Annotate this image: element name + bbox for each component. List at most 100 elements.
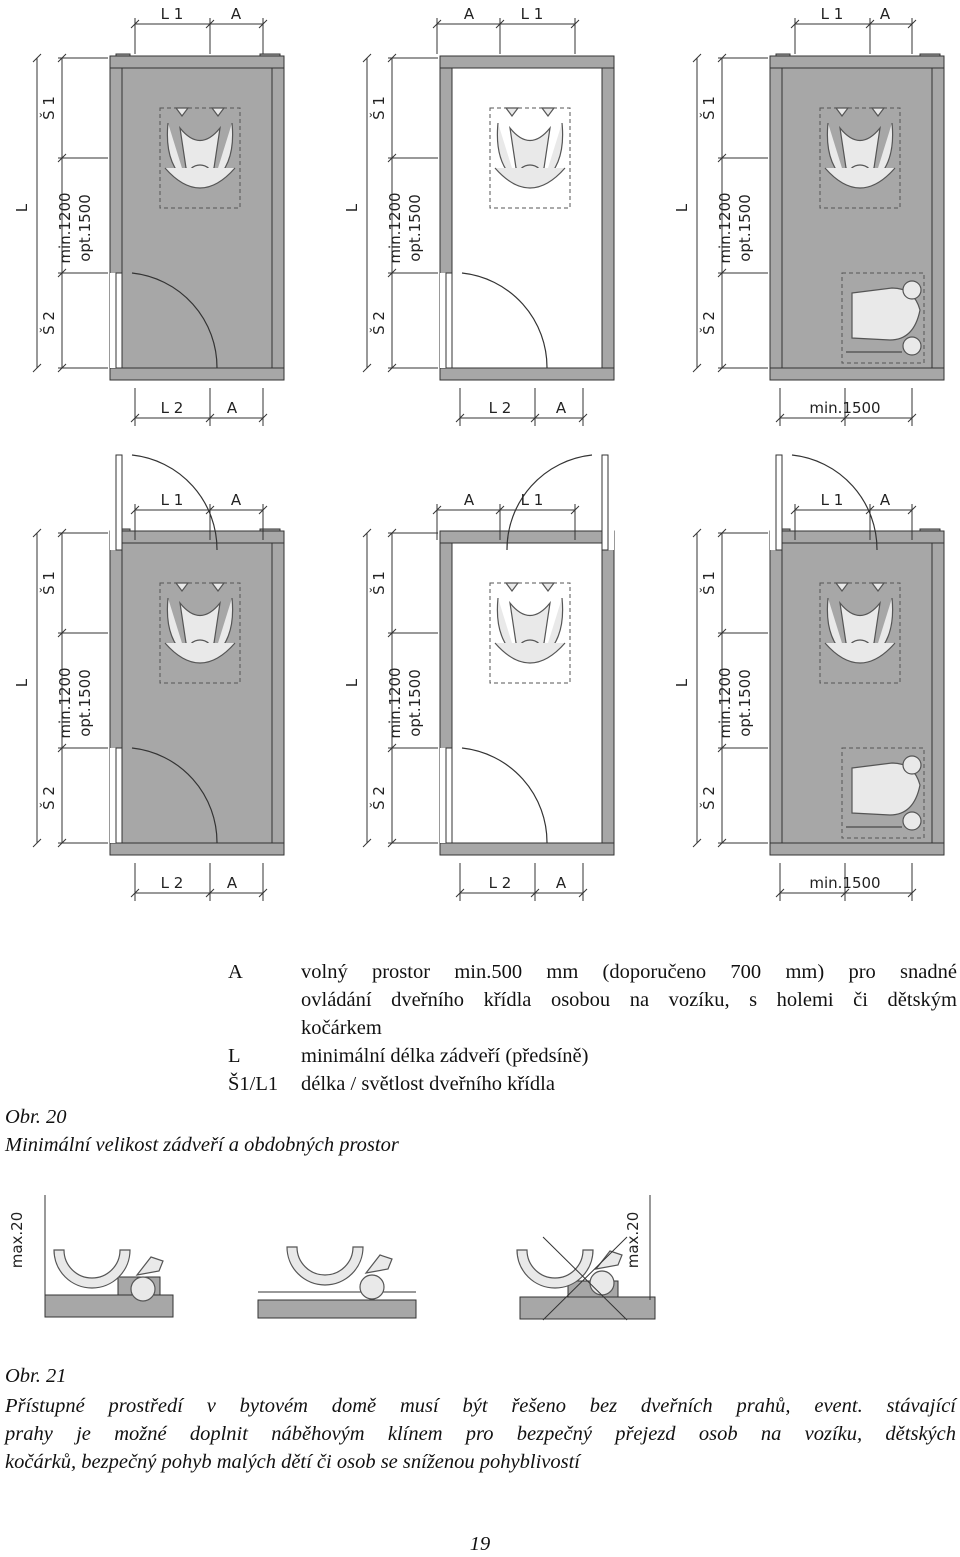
castor-wheel	[359, 1274, 385, 1300]
dimension-tick	[790, 19, 800, 29]
dimension-label: A	[556, 874, 567, 892]
wheelchair-backrest	[494, 642, 566, 664]
wall-bottom	[439, 367, 615, 381]
door-leaf	[775, 454, 783, 551]
page-number: 19	[469, 1533, 491, 1555]
dimension-tick	[432, 505, 442, 515]
wheelchair-clearance	[489, 107, 571, 209]
stroller-body	[851, 287, 921, 341]
dimension-tick	[32, 363, 42, 373]
dimension-label-s2: Š 2	[39, 311, 58, 335]
stroller-wheel	[902, 336, 922, 356]
dimension-label-s2: Š 2	[699, 786, 718, 810]
dimension-tick	[692, 528, 702, 538]
dimension-label: L 1	[161, 5, 184, 23]
castor-fork	[364, 1254, 393, 1274]
dimension-tick	[790, 505, 800, 515]
dimension-label-min1500: min.1500	[809, 399, 880, 417]
wheelchair-footrest	[174, 107, 226, 117]
dimension-label: L 2	[489, 399, 512, 417]
dimension-label-s1: Š 1	[39, 571, 58, 595]
dimension-tick	[775, 413, 785, 423]
wall-right	[931, 67, 945, 371]
wheelchair-backrest	[164, 642, 236, 664]
castor-wheel	[589, 1270, 615, 1296]
door-swing-arc	[506, 454, 593, 551]
caption-21-line: kočárků, bezpečný pohyb malých dětí či o…	[5, 1451, 580, 1473]
legend-key: Š1/L1	[228, 1073, 279, 1095]
dimension-tick	[578, 888, 588, 898]
dimension-label-s1: Š 1	[369, 571, 388, 595]
wheelchair-backrest	[164, 167, 236, 189]
wheelchair-footrest	[834, 582, 886, 592]
caption-21-line: Přístupné prostředí v bytovém domě musí …	[5, 1395, 956, 1417]
dimension-tick	[32, 53, 42, 63]
stroller-wheel	[902, 755, 922, 775]
door-swing-arc	[461, 272, 548, 369]
floor-slab	[257, 1299, 417, 1319]
wheelchair-icon	[159, 107, 241, 209]
dimension-tick	[362, 53, 372, 63]
wheelchair-clearance	[819, 582, 901, 684]
door-swing-arc	[131, 747, 218, 844]
wheelchair-icon	[489, 107, 571, 209]
dimension-label: A	[227, 874, 238, 892]
dimension-tick	[258, 505, 268, 515]
stroller-icon	[841, 272, 925, 364]
dimension-label: A	[464, 491, 475, 509]
dimension-label: L 2	[161, 874, 184, 892]
dimension-label: L 1	[821, 491, 844, 509]
dimension-label: A	[231, 5, 242, 23]
caption-21-number: Obr. 21	[5, 1365, 67, 1387]
wheelchair-footrest	[504, 582, 556, 592]
wall-top	[109, 55, 285, 69]
dimension-tick	[495, 19, 505, 29]
cross-mark	[542, 1236, 628, 1321]
dimension-label: L 1	[821, 5, 844, 23]
dimension-label-opt1500: opt.1500	[406, 194, 424, 262]
dimension-tick	[907, 888, 917, 898]
wheel-arc	[286, 1246, 364, 1286]
stroller-icon	[841, 747, 925, 839]
dimension-label: A	[227, 399, 238, 417]
wheelchair-footrest	[174, 582, 226, 592]
wheelchair-backrest	[824, 167, 896, 189]
dimension-label: L 1	[521, 491, 544, 509]
door-swing-arc	[131, 272, 218, 369]
wheel-arc	[53, 1249, 131, 1289]
dimension-label-min1200: min.1200	[716, 667, 734, 738]
dimension-label-s2: Š 2	[369, 786, 388, 810]
dimension-label-l: L	[13, 203, 31, 212]
dimension-label-s1: Š 1	[369, 96, 388, 120]
door-leaf	[115, 454, 123, 551]
castor-fork	[135, 1256, 164, 1276]
dimension-tick	[205, 888, 215, 898]
wheelchair-clearance	[159, 107, 241, 209]
dimension-tick	[907, 505, 917, 515]
dimension-label-min1200: min.1200	[56, 667, 74, 738]
wheelchair-backrest	[824, 642, 896, 664]
dimension-label: L 2	[489, 874, 512, 892]
dimension-tick	[205, 505, 215, 515]
dimension-tick	[775, 888, 785, 898]
dimension-label-s2: Š 2	[699, 311, 718, 335]
floor-slab	[44, 1294, 174, 1318]
dimension-tick	[130, 19, 140, 29]
dimension-label-s1: Š 1	[39, 96, 58, 120]
dimension-tick	[865, 505, 875, 515]
dimension-tick	[362, 838, 372, 848]
dimension-tick	[840, 413, 850, 423]
wheelchair-clearance	[819, 107, 901, 209]
caption-21-line: prahy je možné doplnit náběhovým klínem …	[5, 1423, 956, 1445]
dimension-label-min1200: min.1200	[716, 192, 734, 263]
wheelchair-icon	[819, 107, 901, 209]
dimension-tick	[130, 413, 140, 423]
dimension-label-l: L	[13, 678, 31, 687]
dimension-tick	[865, 19, 875, 29]
